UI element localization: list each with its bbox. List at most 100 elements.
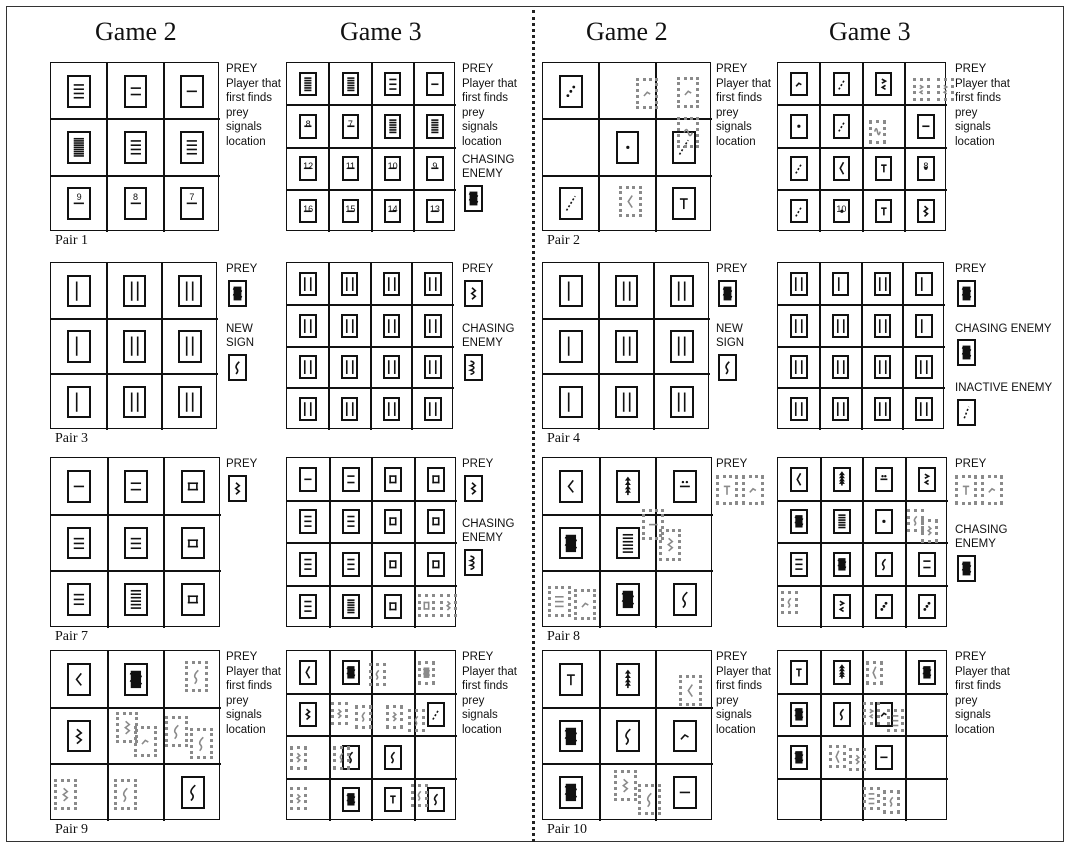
maze-cell-token — [832, 272, 850, 296]
maze-cell-token — [559, 527, 583, 560]
maze-wall-vertical — [904, 63, 906, 232]
maze-cell-token — [915, 355, 933, 379]
maze-cell-token — [178, 386, 201, 418]
maze-wall-horizontal — [51, 514, 221, 516]
cell-symbol — [561, 529, 581, 558]
cell-symbol — [385, 274, 399, 294]
cell-symbol — [119, 715, 136, 740]
legend-line: PREY — [462, 262, 493, 277]
maze-cell-token — [424, 314, 442, 338]
legend-ghost-icon — [955, 475, 977, 505]
maze-cell-token — [790, 660, 808, 685]
cell-symbol — [344, 511, 358, 532]
maze-cell-token — [341, 355, 359, 379]
maze-cell-token — [833, 114, 851, 139]
maze-wall-horizontal — [543, 707, 713, 709]
maze-cell-token — [790, 199, 808, 224]
maze-cell-token — [918, 552, 936, 577]
cell-symbol — [919, 116, 933, 137]
maze-cell-token — [299, 552, 317, 577]
pair-label: Pair 1 — [55, 233, 88, 249]
legend-line: first finds — [226, 679, 281, 694]
maze-cell-token — [67, 131, 91, 164]
maze-wall-vertical — [411, 263, 413, 430]
legend-line: location — [716, 135, 771, 150]
legend-line: PREY — [955, 62, 1010, 77]
cell-symbol — [876, 399, 890, 419]
ghost-token — [863, 787, 880, 810]
cell-symbol — [577, 592, 594, 617]
pair-label: Pair 3 — [55, 431, 88, 447]
cell-symbol — [784, 594, 795, 611]
maze-cell-token — [918, 660, 936, 685]
maze-grid: 87121110916151413 — [286, 62, 455, 231]
maze-cell-token — [181, 776, 205, 809]
legend-line: PREY — [716, 457, 747, 472]
cell-symbol — [920, 469, 934, 490]
cell-symbol — [672, 277, 691, 305]
maze-cell-token — [833, 594, 851, 619]
legend-line: INACTIVE ENEMY — [955, 381, 1052, 396]
cell-symbol — [835, 116, 849, 137]
legend-line: Player that — [955, 665, 1010, 680]
cell-symbol — [680, 120, 696, 145]
maze-cell-token — [917, 199, 935, 224]
maze-cell-token — [384, 509, 402, 534]
cell-symbol — [792, 357, 806, 377]
maze-cell-token — [341, 272, 359, 296]
legend-line: PREY — [462, 650, 517, 665]
maze-cell-token — [833, 467, 851, 492]
cell-symbol — [69, 388, 88, 416]
maze-wall-horizontal — [543, 175, 712, 177]
maze-cell-token — [67, 330, 90, 362]
cell-symbol — [301, 662, 315, 683]
legend-line: location — [462, 723, 517, 738]
legend-line: Player that — [462, 77, 517, 92]
maze-cell-token — [670, 330, 693, 362]
cell-symbol — [561, 665, 581, 694]
legend-line: signals — [716, 708, 771, 723]
cell-symbol — [675, 585, 695, 614]
maze-cell-token — [384, 467, 402, 492]
maze-cell-token — [832, 355, 850, 379]
maze-cell-token — [790, 156, 808, 181]
cell-symbol — [301, 596, 315, 617]
cell-symbol — [428, 74, 442, 95]
cell-number: 11 — [344, 161, 358, 171]
ghost-token — [548, 586, 571, 617]
cell-symbol — [876, 316, 890, 336]
ghost-token — [355, 705, 372, 728]
legend-line: NEW — [716, 322, 744, 337]
maze-wall-horizontal — [51, 175, 220, 177]
legend-label: PREY — [226, 457, 257, 472]
cell-symbol — [126, 472, 146, 501]
maze-cell-token — [124, 663, 148, 696]
maze-cell-token — [299, 594, 317, 619]
pair-label: Pair 7 — [55, 629, 88, 645]
cell-symbol — [834, 399, 848, 419]
maze-wall-vertical — [163, 458, 165, 628]
maze-wall-vertical — [107, 651, 109, 821]
maze-cell-token — [615, 330, 638, 362]
maze-wall-horizontal — [543, 763, 713, 765]
cell-symbol — [984, 478, 1000, 502]
maze-cell-token — [875, 72, 893, 97]
ghost-token — [866, 661, 883, 684]
maze-grid — [542, 650, 712, 820]
cell-symbol — [343, 274, 357, 294]
maze-cell-token — [616, 131, 640, 164]
cell-symbol — [682, 678, 699, 703]
ghost-token — [863, 702, 880, 725]
maze-cell-token: 10 — [833, 199, 851, 224]
maze-cell-token — [875, 552, 893, 577]
maze-cell-token — [384, 114, 402, 139]
maze-cell-token — [615, 275, 638, 307]
cell-symbol — [466, 282, 481, 305]
legend-line: PREY — [462, 457, 493, 472]
maze-cell-token: 10 — [384, 156, 402, 181]
legend-line: Player that — [716, 77, 771, 92]
cell-symbol — [426, 274, 440, 294]
legend-line: CHASING ENEMY — [955, 322, 1052, 337]
maze-cell-token — [616, 527, 640, 560]
cell-symbol — [886, 793, 897, 810]
